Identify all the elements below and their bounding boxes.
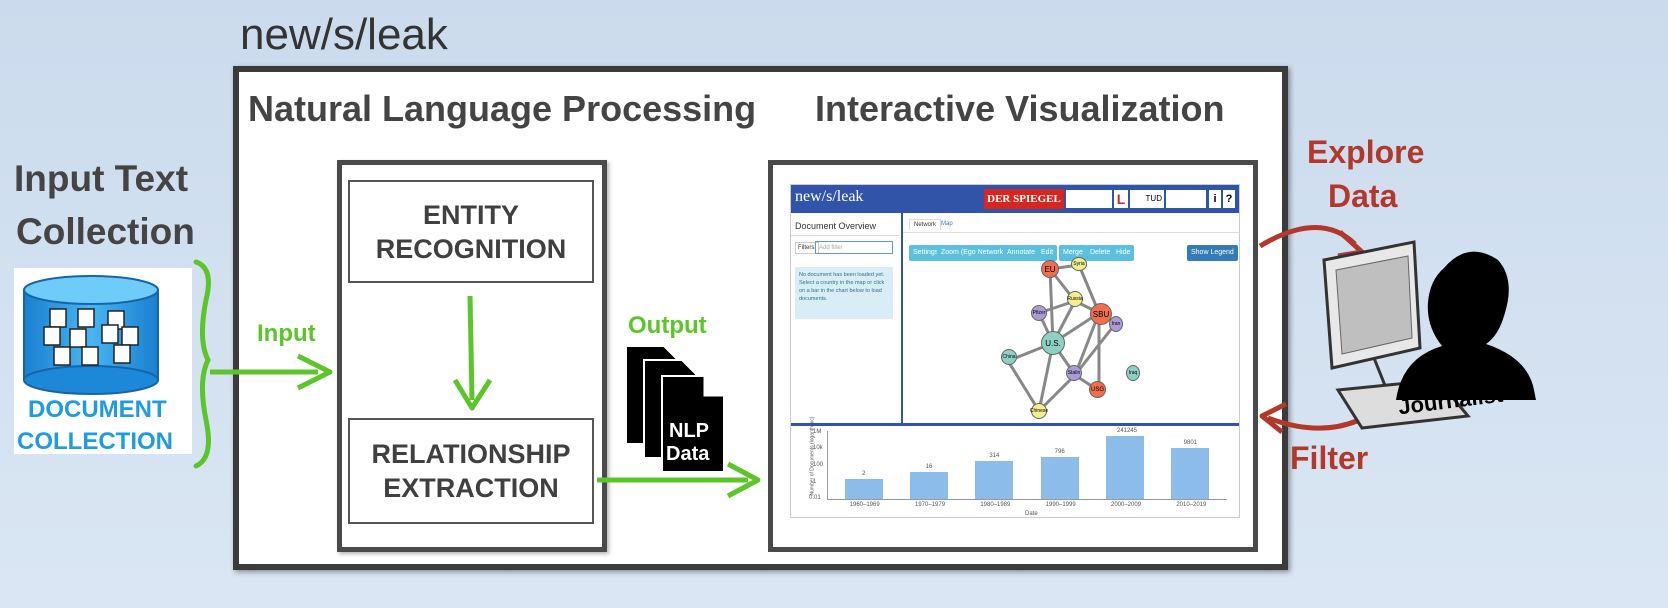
show-legend-button[interactable]: Show Legend — [1187, 245, 1238, 261]
x-tick-label: 1970–1979 — [915, 502, 946, 508]
help-icon[interactable]: ? — [1223, 190, 1235, 208]
bar-value-label: 314 — [989, 452, 1000, 459]
entity-node-iraq[interactable]: Iraq — [1126, 365, 1140, 381]
x-tick-label: 2000–2009 — [1111, 502, 1142, 508]
entity-node-stalin[interactable]: Stalin — [1066, 365, 1082, 381]
entity-network-graph[interactable] — [903, 261, 1239, 421]
database-icon — [23, 275, 159, 395]
input-collection-line1: Input Text — [14, 158, 189, 199]
lt-logo: L — [1114, 190, 1128, 208]
db-label-line2: COLLECTION — [17, 428, 173, 455]
input-label: Input — [257, 320, 316, 347]
entity-box-line1: ENTITY — [422, 199, 519, 230]
hide-button[interactable]: Hide — [1112, 245, 1135, 261]
filter-label: Filter — [1290, 440, 1369, 476]
bar-value-label: 796 — [1054, 449, 1065, 456]
newsleak-app-screenshot: new/s/leak DER SPIEGEL L TUD i ? Documen… — [790, 184, 1240, 518]
zoom-button[interactable]: Zoom (Ego Network) — [937, 245, 1010, 261]
entity-node-russia[interactable]: Russia — [1067, 291, 1083, 307]
filter-input[interactable]: Add filter — [815, 241, 893, 254]
chart-bar[interactable] — [1106, 436, 1144, 499]
tud-logo: TUD — [1130, 190, 1164, 208]
chart-x-label: Date — [1025, 511, 1038, 517]
y-tick-1: 1 — [813, 479, 817, 485]
explore-label-line1: Explore — [1307, 134, 1425, 170]
tab-network[interactable]: Network — [909, 219, 942, 230]
info-icon[interactable]: i — [1209, 190, 1221, 208]
pipeline-arrow — [467, 295, 475, 401]
y-tick-1m: 1M — [813, 429, 822, 435]
annotate-button[interactable]: Annotate — [1003, 245, 1040, 261]
settings-button[interactable]: Settings — [909, 245, 943, 261]
x-tick-label: 2010–2019 — [1176, 502, 1207, 508]
entity-recognition-box: ENTITY RECOGNITION — [348, 180, 594, 283]
chart-bar[interactable] — [910, 471, 948, 499]
delete-button[interactable]: Delete — [1086, 245, 1115, 261]
entity-node-iran[interactable]: Iran — [1109, 316, 1123, 332]
chart-bar[interactable] — [1040, 457, 1079, 499]
entity-node-china[interactable]: China — [1001, 349, 1017, 365]
entity-node-sbu[interactable]: SBU — [1090, 303, 1112, 325]
db-label-line1: DOCUMENT — [28, 396, 167, 423]
y-tick-10k: 10k — [813, 445, 823, 451]
entity-node-eu[interactable]: EU — [1041, 260, 1059, 278]
partner-logo — [1066, 190, 1112, 208]
nlp-data-documents-icon — [625, 345, 725, 473]
explore-label-line2: Data — [1328, 178, 1398, 214]
relation-box-line1: RELATIONSHIP — [371, 439, 571, 469]
chart-x-axis — [827, 499, 1227, 500]
tab-divider — [903, 232, 1239, 233]
heading-nlp: Natural Language Processing — [248, 88, 757, 129]
x-tick-label: 1990–1999 — [1045, 502, 1076, 508]
entity-node-pfizer[interactable]: Pfizer — [1031, 305, 1047, 321]
journalist-computer-icon — [1322, 240, 1536, 430]
y-tick-0-01: 0.01 — [809, 495, 821, 501]
entity-box-line2: RECOGNITION — [375, 233, 567, 264]
entity-node-chinese[interactable]: Chinese — [1030, 403, 1048, 419]
entity-node-syria[interactable]: Syria — [1071, 257, 1087, 271]
x-tick-label: 1960–1969 — [849, 502, 880, 508]
entity-node-usg[interactable]: USG — [1089, 381, 1106, 398]
diagram-title: new/s/leak — [240, 10, 448, 59]
nlp-pipeline-frame — [337, 160, 607, 552]
sidebar-title: Document Overview — [795, 221, 877, 231]
chart-bar[interactable] — [975, 460, 1014, 499]
sidebar-divider — [791, 235, 899, 236]
chart-splitter[interactable] — [791, 423, 1239, 426]
chart-y-axis — [827, 431, 828, 499]
output-label: Output — [628, 312, 707, 339]
panel-splitter[interactable] — [901, 213, 903, 423]
university-logo — [1166, 190, 1206, 208]
bar-value-label: 16 — [925, 463, 933, 470]
no-document-notice: No document has been loaded yet. Select … — [795, 267, 893, 319]
relation-box-line2: EXTRACTION — [383, 473, 559, 503]
bar-value-label: 2 — [861, 471, 866, 478]
app-brand[interactable]: new/s/leak — [795, 188, 864, 205]
nlp-data-line2: Data — [666, 443, 710, 465]
tab-map[interactable]: Map — [941, 221, 953, 227]
bar-value-label: 9801 — [1183, 440, 1197, 447]
nlp-data-line1: NLP — [669, 420, 709, 442]
chart-bar[interactable] — [1171, 448, 1210, 499]
spiegel-logo: DER SPIEGEL — [984, 189, 1064, 209]
edit-button[interactable]: Edit — [1037, 245, 1058, 261]
collection-brace — [193, 259, 211, 469]
chart-bar[interactable] — [844, 479, 883, 499]
x-tick-label: 1980–1989 — [980, 502, 1011, 508]
y-tick-100: 100 — [813, 462, 824, 468]
entity-node-us[interactable]: U.S. — [1041, 331, 1065, 355]
input-collection-line2: Collection — [16, 211, 195, 252]
heading-visualization: Interactive Visualization — [815, 88, 1225, 129]
relationship-extraction-box: RELATIONSHIP EXTRACTION — [348, 418, 594, 524]
filters-label: Filters: — [795, 242, 819, 254]
bar-value-label: 241245 — [1117, 428, 1138, 435]
